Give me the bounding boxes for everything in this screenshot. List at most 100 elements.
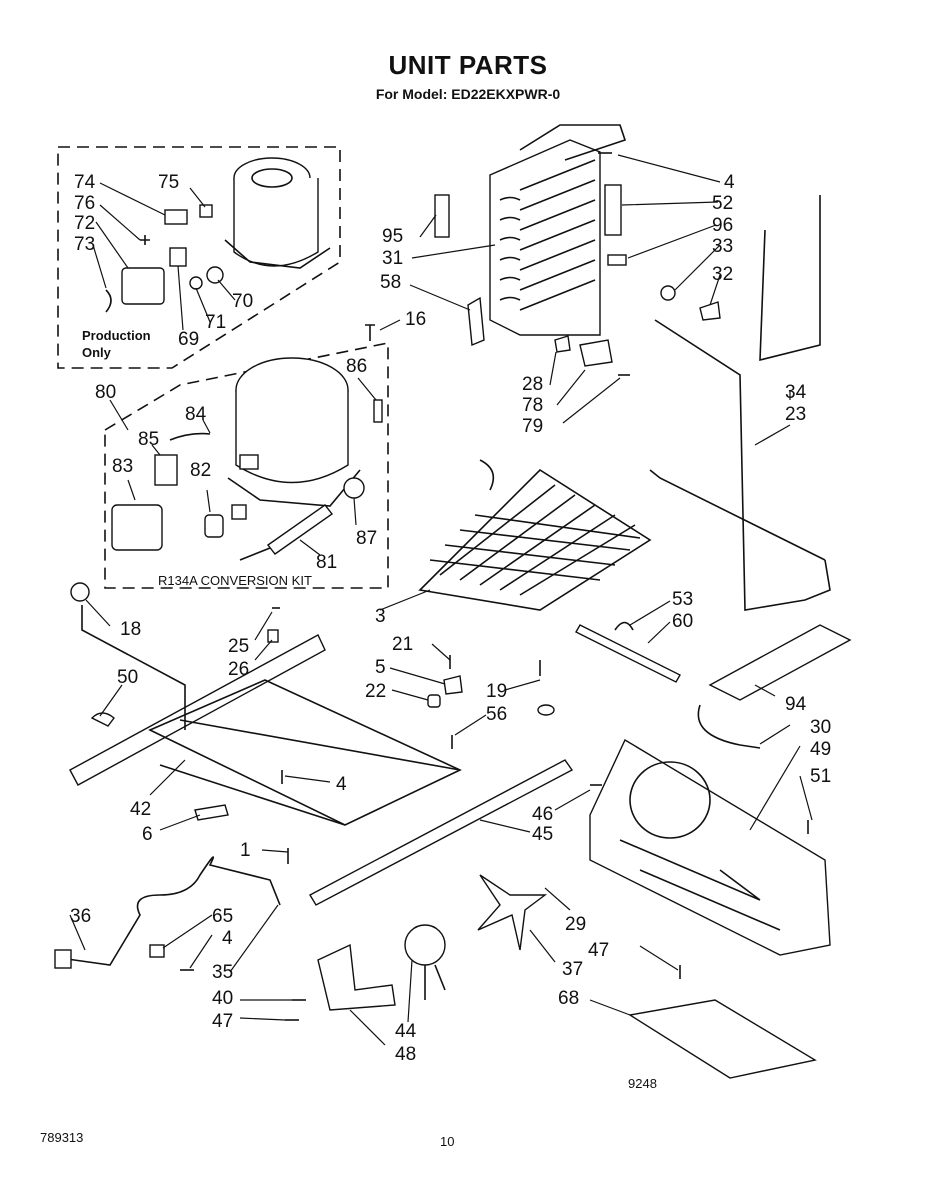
power-cord-36: [59, 856, 281, 966]
part-label: 1: [240, 840, 251, 861]
part-label: 35: [212, 962, 233, 983]
tube-30: [697, 704, 761, 749]
overload-69: [169, 247, 187, 267]
motor-44: [404, 924, 446, 966]
drier-81: [266, 504, 334, 555]
part-label: 85: [138, 429, 159, 450]
part-label: 81: [316, 552, 337, 573]
relay-74: [164, 209, 188, 225]
kit-note: R134A CONVERSION KIT: [158, 573, 312, 588]
grommet-87: [343, 477, 365, 499]
part-label: 60: [672, 611, 693, 632]
compressor-kit: [227, 357, 361, 507]
part-label: 30: [810, 717, 831, 738]
washer-19: [537, 704, 555, 716]
part-label: 18: [120, 619, 141, 640]
screw-16: [365, 324, 375, 341]
baffle-52: [604, 184, 622, 236]
part-label: 47: [588, 940, 609, 961]
clip-71: [189, 276, 203, 290]
part-label: 58: [380, 272, 401, 293]
part-label: 80: [95, 382, 116, 403]
part-label: 23: [785, 404, 806, 425]
part-label: 16: [405, 309, 426, 330]
part-label: 3: [375, 606, 386, 627]
clip-65: [149, 944, 165, 958]
part-label: 32: [712, 264, 733, 285]
part-label: 22: [365, 681, 386, 702]
part-label: 74: [74, 172, 96, 193]
drier-tube-81: [239, 547, 271, 561]
rail-inner: [159, 719, 461, 826]
part-label: 46: [532, 804, 553, 825]
part-label: 65: [212, 906, 233, 927]
part-label: 75: [158, 172, 179, 193]
evaporator-3: [418, 459, 652, 611]
clip-32: [699, 301, 721, 321]
plug-36: [54, 949, 72, 969]
machine-compartment-49: [589, 739, 831, 956]
part-label: 87: [356, 528, 377, 549]
leveler-line: [81, 605, 186, 730]
part-labels: 74 75 76 72 73 69 71 70 80 84 85 86 83 8…: [70, 172, 831, 1065]
document-number: 789313: [40, 1130, 84, 1145]
bracket-78: [579, 339, 613, 367]
part-label: 4: [336, 774, 347, 795]
clip-26: [267, 629, 279, 643]
tube-23b: [649, 469, 826, 561]
tube-86: [373, 399, 383, 423]
drain-pan-68: [628, 999, 817, 1079]
clip-73: [105, 289, 112, 313]
production-note-line1: Production: [82, 328, 151, 343]
part-label: 5: [375, 657, 386, 678]
part-label: 78: [522, 395, 543, 416]
screw-76: [140, 235, 150, 245]
clip-28: [554, 335, 571, 353]
part-label: 37: [562, 959, 583, 980]
leader-lines: [69, 154, 813, 1046]
cover-83: [111, 504, 163, 551]
part-label: 53: [672, 589, 693, 610]
clip-53: [614, 621, 634, 631]
part-label: 68: [558, 988, 579, 1009]
grommet-33: [660, 285, 676, 301]
part-label: 86: [346, 356, 367, 377]
compressor-production: [224, 157, 331, 269]
part-label: 76: [74, 193, 95, 214]
condenser-31: [489, 124, 627, 336]
part-label: 25: [228, 636, 249, 657]
part-label: 96: [712, 215, 733, 236]
clamp-5: [443, 675, 463, 695]
part-label: 49: [810, 739, 831, 760]
bracket-95: [434, 194, 450, 238]
part-label: 72: [74, 213, 95, 234]
production-only-box: [57, 146, 341, 369]
clip-82b: [231, 504, 247, 520]
cover-72: [121, 267, 165, 305]
part-label: 29: [565, 914, 586, 935]
page-number: 10: [440, 1134, 455, 1149]
bracket-48: [317, 943, 396, 1011]
overload-82: [204, 514, 224, 538]
part-label: 33: [712, 236, 733, 257]
grommet-22: [427, 694, 441, 708]
motor-wires: [424, 964, 446, 1000]
trough-94: [708, 624, 852, 701]
tube-23: [654, 319, 831, 611]
part-label: 31: [382, 248, 403, 269]
part-label: 83: [112, 456, 133, 477]
part-label: 84: [185, 404, 207, 425]
part-label: 21: [392, 634, 413, 655]
part-label: 51: [810, 766, 831, 787]
part-label: 28: [522, 374, 543, 395]
part-label: 79: [522, 416, 543, 437]
part-label: 94: [785, 694, 807, 715]
part-label: 69: [178, 329, 199, 350]
part-label: 47: [212, 1011, 233, 1032]
rail-45: [309, 759, 574, 906]
part-label: 34: [785, 382, 807, 403]
part-label: 45: [532, 824, 553, 845]
wire-84: [169, 432, 211, 441]
part-label: 6: [142, 824, 153, 845]
part-label: 26: [228, 659, 249, 680]
